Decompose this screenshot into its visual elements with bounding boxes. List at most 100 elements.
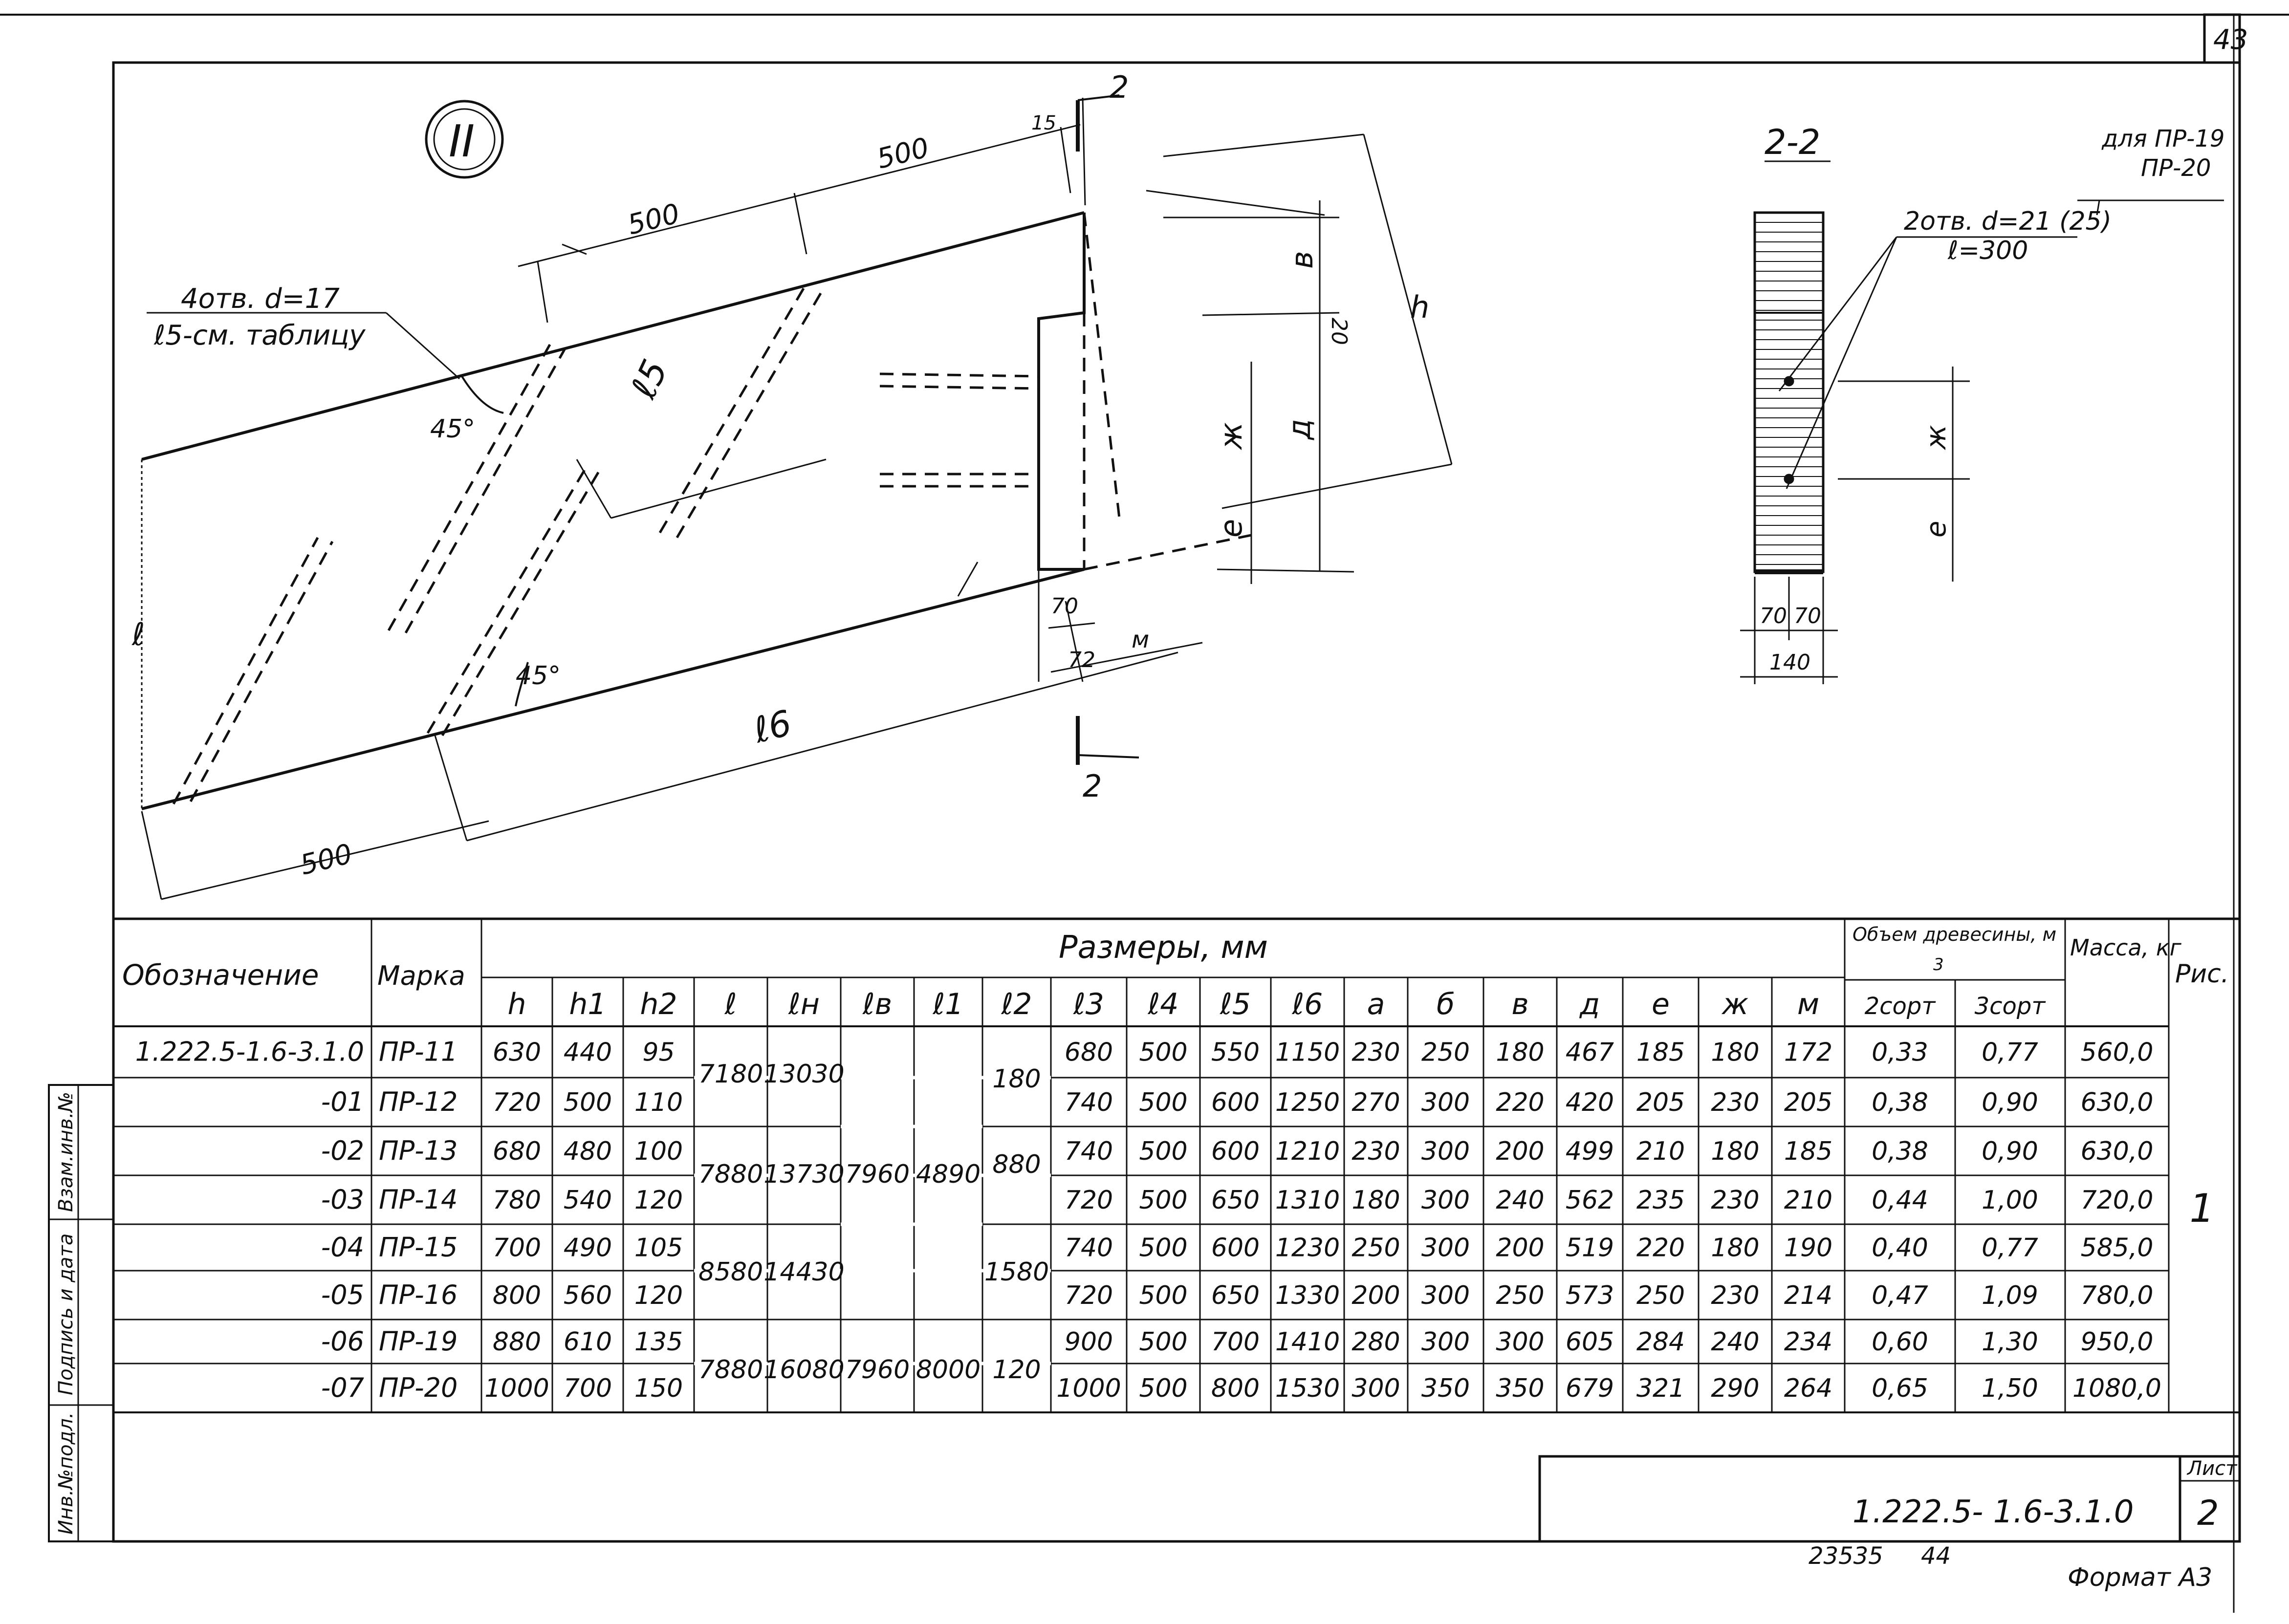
note-holes-4: 4отв. d=17: [181, 283, 340, 315]
cell-l2-b: 880: [992, 1150, 1041, 1179]
row-3-e: 235: [1636, 1186, 1685, 1215]
header-col-17: ж: [1721, 987, 1748, 1021]
header-col-4: ℓн: [788, 987, 820, 1021]
dim-l6: ℓ6: [749, 702, 796, 751]
section-labels: 2-2 2отв. d=21 (25) ℓ=300 для ПР-19 ПР-2…: [1760, 122, 2224, 675]
row-3-m: 210: [1784, 1186, 1832, 1215]
row-3-vol3: 1,00: [1982, 1186, 2038, 1215]
row-1-m: 205: [1784, 1088, 1832, 1117]
dim-500-b: 500: [874, 132, 932, 175]
header-col-15: д: [1579, 987, 1600, 1021]
detail-mark: II: [449, 116, 475, 167]
row-6-designation: -06: [321, 1326, 364, 1357]
header-col-16: е: [1652, 987, 1670, 1021]
sec-dim-zh: ж: [1920, 425, 1952, 451]
row-0-h2: 95: [642, 1038, 675, 1067]
row-6-m: 234: [1784, 1327, 1832, 1357]
row-5-a: 200: [1352, 1281, 1400, 1310]
row-6-v: 300: [1496, 1327, 1544, 1357]
header-col-5: ℓв: [862, 987, 892, 1021]
cell-l2-a: 180: [992, 1064, 1041, 1094]
row-2-h2: 100: [634, 1137, 683, 1166]
row-2-l5: 600: [1211, 1137, 1260, 1166]
header-vol-0: 2сорт: [1865, 993, 1937, 1020]
dim-l: ℓ: [131, 617, 145, 653]
row-1-designation: -01: [321, 1086, 364, 1117]
row-4-vol3: 0,77: [1982, 1234, 2038, 1263]
cell-lv-b: 7960: [845, 1160, 910, 1189]
row-1-vol3: 0,90: [1982, 1088, 2038, 1117]
row-6-mass: 950,0: [2081, 1327, 2154, 1357]
row-0-zh: 180: [1711, 1038, 1759, 1067]
cell-fig: 1: [2190, 1186, 2215, 1231]
row-4-h: 700: [493, 1234, 541, 1263]
angle-45-a: 45°: [430, 414, 475, 444]
dim-v: в: [1284, 251, 1320, 269]
row-4-e: 220: [1636, 1234, 1685, 1263]
row-7-zh: 290: [1711, 1374, 1759, 1403]
row-1-vol2: 0,38: [1872, 1088, 1928, 1117]
header-fig: Рис.: [2175, 959, 2229, 989]
row-1-a: 270: [1352, 1088, 1400, 1117]
row-2-l3: 740: [1065, 1137, 1113, 1166]
row-2-v: 200: [1496, 1137, 1544, 1166]
stamp-vzam: Взам.инв.№: [55, 1092, 77, 1212]
row-7-v: 350: [1496, 1374, 1544, 1403]
row-2-h: 680: [493, 1137, 541, 1166]
row-3-designation: -03: [321, 1184, 364, 1215]
dim-h: h: [1410, 289, 1429, 325]
row-4-mass: 585,0: [2081, 1234, 2154, 1263]
row-4-vol2: 0,40: [1872, 1234, 1928, 1263]
header-col-11: ℓ6: [1292, 987, 1323, 1021]
header-volume-sup: 3: [1933, 955, 1944, 974]
row-6-h2: 135: [634, 1327, 683, 1357]
row-2-l4: 500: [1139, 1137, 1187, 1166]
row-4-l6: 1230: [1275, 1234, 1340, 1263]
header-mass: Масса, кг: [2070, 934, 2182, 961]
title-block-labels: 1.222.5- 1.6-3.1.0 Лист 2 23535 44 Форма…: [1809, 1457, 2238, 1592]
row-2-mass: 630,0: [2081, 1137, 2154, 1166]
row-1-mass: 630,0: [2081, 1088, 2154, 1117]
row-2-designation: -02: [321, 1135, 364, 1166]
row-5-designation: -05: [321, 1279, 364, 1310]
row-5-vol3: 1,09: [1982, 1281, 2038, 1310]
row-1-v: 220: [1496, 1088, 1544, 1117]
header-col-13: б: [1437, 987, 1455, 1021]
row-1-d: 420: [1566, 1088, 1614, 1117]
row-5-mark: ПР-16: [379, 1279, 458, 1310]
bottom-note-1: 23535: [1809, 1542, 1883, 1570]
row-0-mark: ПР-11: [379, 1037, 458, 1067]
row-3-l4: 500: [1139, 1186, 1187, 1215]
dim-d: д: [1282, 419, 1317, 440]
row-4-h1: 490: [564, 1234, 612, 1263]
row-6-a: 280: [1352, 1327, 1400, 1357]
sec-dim-70-a: 70: [1760, 604, 1787, 628]
row-5-l4: 500: [1139, 1281, 1187, 1310]
dim-20: 20: [1327, 318, 1352, 345]
row-2-l6: 1210: [1275, 1137, 1340, 1166]
dim-70: 70: [1051, 594, 1078, 619]
row-0-h1: 440: [564, 1038, 612, 1067]
row-0-v: 180: [1496, 1038, 1544, 1067]
cell-l1-b: 4890: [916, 1160, 981, 1189]
row-7-l5: 800: [1211, 1374, 1260, 1403]
row-6-d: 605: [1566, 1327, 1614, 1357]
sheet-format: Формат А3: [2068, 1563, 2212, 1592]
header-col-3: ℓ: [724, 987, 737, 1021]
row-6-l5: 700: [1211, 1327, 1260, 1357]
sheet-label: Лист: [2186, 1457, 2238, 1480]
row-1-l4: 500: [1139, 1088, 1187, 1117]
section-title: 2-2: [1765, 122, 1820, 162]
row-4-l4: 500: [1139, 1234, 1187, 1263]
dim-500-c: 500: [297, 838, 355, 882]
note-l5: ℓ5-см. таблицу: [153, 320, 366, 351]
row-4-d: 519: [1566, 1234, 1614, 1263]
row-5-h1: 560: [564, 1281, 612, 1310]
row-1-h2: 110: [634, 1088, 683, 1117]
row-4-mark: ПР-15: [379, 1232, 458, 1263]
section-mark-bottom: 2: [1083, 768, 1102, 804]
row-6-b: 300: [1421, 1327, 1470, 1357]
row-4-v: 200: [1496, 1234, 1544, 1263]
row-1-h1: 500: [564, 1088, 612, 1117]
